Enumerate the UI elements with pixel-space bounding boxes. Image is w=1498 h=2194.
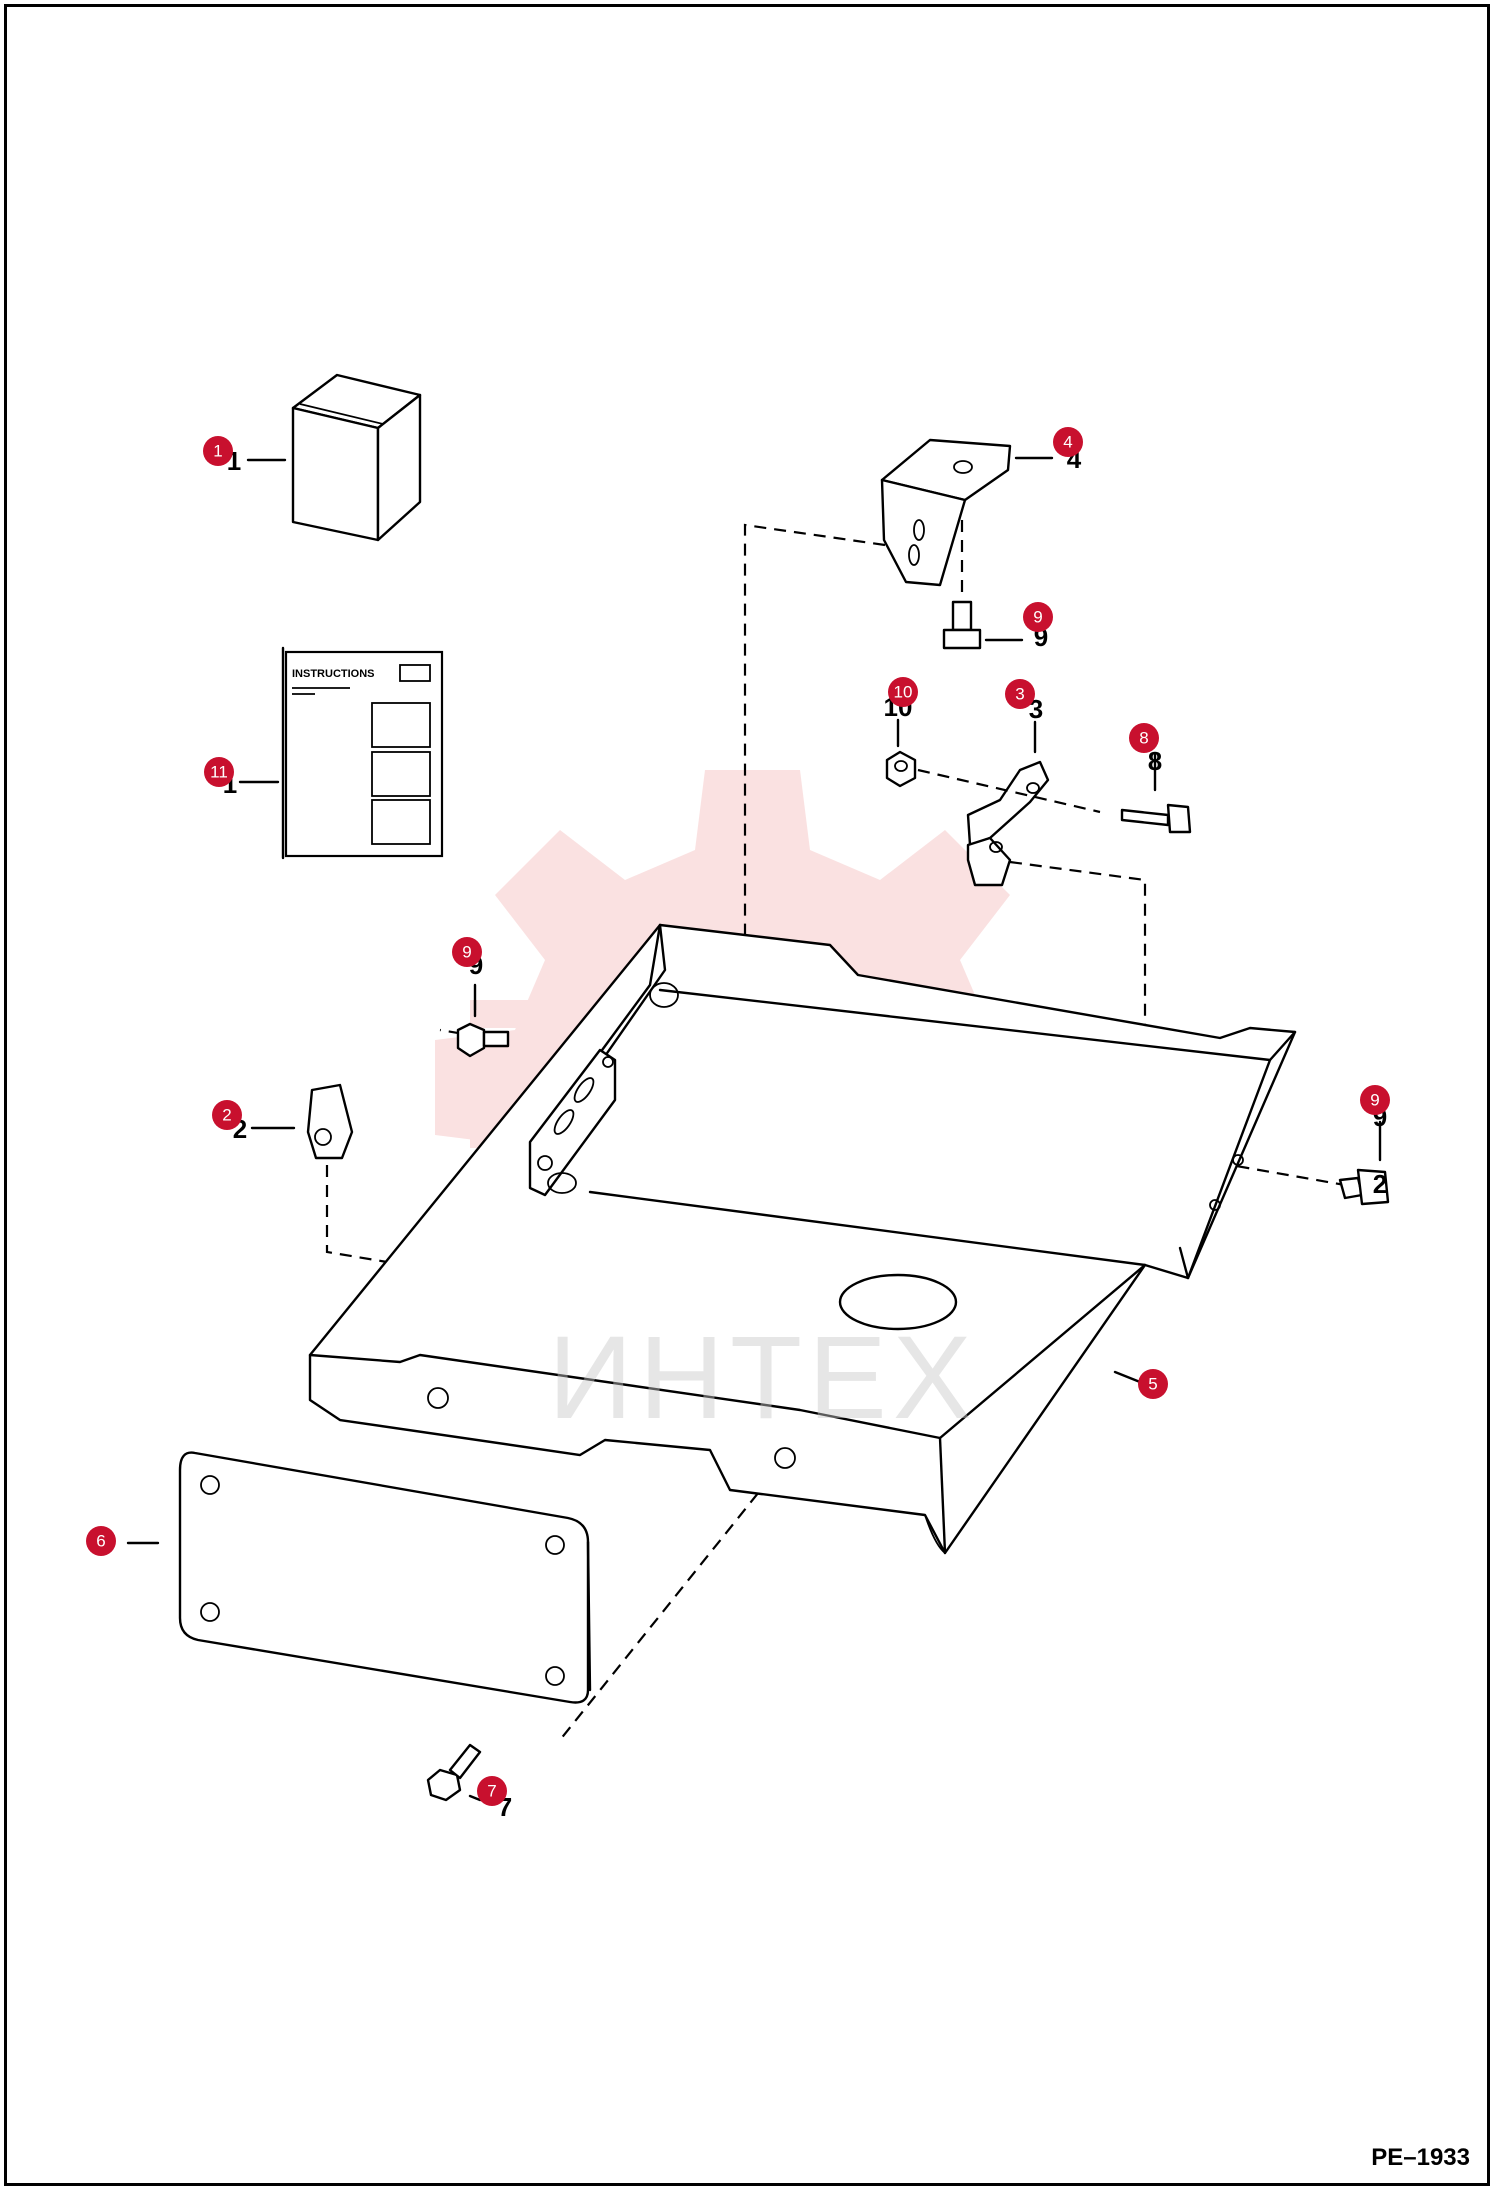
callout-6-label: 6 (96, 1532, 105, 1551)
callout-9b-label: 9 (462, 943, 471, 962)
part-10-nut (885, 750, 917, 788)
printed-numbers: 1 2 3 4 9 10 8 9 9 2 7 1 (223, 444, 1387, 1822)
callout-5-label: 5 (1148, 1375, 1157, 1394)
callout-11[interactable]: 11 (204, 757, 234, 787)
part-3-clip (966, 760, 1050, 887)
part-9-bolt-upper (942, 600, 982, 650)
callout-1[interactable]: 1 (203, 436, 233, 466)
callout-4-label: 4 (1063, 433, 1072, 452)
callout-11-label: 11 (210, 763, 228, 782)
part-6-cover-plate (178, 1451, 592, 1704)
watermark-text: ИНТЕХ (548, 1312, 978, 1444)
callout-6[interactable]: 6 (86, 1526, 116, 1556)
callout-10-label: 10 (894, 683, 913, 702)
callout-3-label: 3 (1015, 685, 1024, 704)
part-8-bolt (1120, 803, 1192, 834)
callout-8-label: 8 (1139, 729, 1148, 748)
callout-1-label: 1 (213, 442, 222, 461)
callout-7[interactable]: 7 (477, 1776, 507, 1806)
callout-2[interactable]: 2 (212, 1100, 242, 1130)
callout-9a[interactable]: 9 (1023, 602, 1053, 632)
part-7-bolt-bottom (426, 1743, 482, 1802)
part-5-tray (308, 923, 1297, 1555)
drawing-code: PE–1933 (1371, 2144, 1470, 2171)
callout-9c-label: 9 (1370, 1091, 1379, 1110)
callout-8[interactable]: 8 (1129, 723, 1159, 753)
manual-title-text: INSTRUCTIONS (292, 668, 375, 680)
callout-9a-label: 9 (1033, 608, 1042, 627)
leader-7 (468, 1794, 482, 1802)
part-11-manual: INSTRUCTIONS (281, 646, 444, 860)
callout-9c[interactable]: 9 (1360, 1085, 1390, 1115)
callout-2-label: 2 (222, 1106, 231, 1125)
drawing-frame (4, 4, 1490, 2186)
part-2-clip-nut (306, 1083, 354, 1160)
callout-10[interactable]: 10 (888, 677, 918, 707)
callout-4[interactable]: 4 (1053, 427, 1083, 457)
leader-5 (1113, 1370, 1142, 1384)
svg-text:2: 2 (1373, 1169, 1387, 1199)
callout-7-label: 7 (487, 1782, 496, 1801)
part-9-bolt-right (1338, 1168, 1390, 1206)
callout-5[interactable]: 5 (1138, 1369, 1168, 1399)
part-1-box (291, 373, 422, 542)
part-4-bracket (880, 438, 1012, 587)
callout-9b[interactable]: 9 (452, 937, 482, 967)
callout-3[interactable]: 3 (1005, 679, 1035, 709)
part-9-bolt-left (456, 1022, 510, 1058)
svg-text:8: 8 (1148, 746, 1162, 776)
